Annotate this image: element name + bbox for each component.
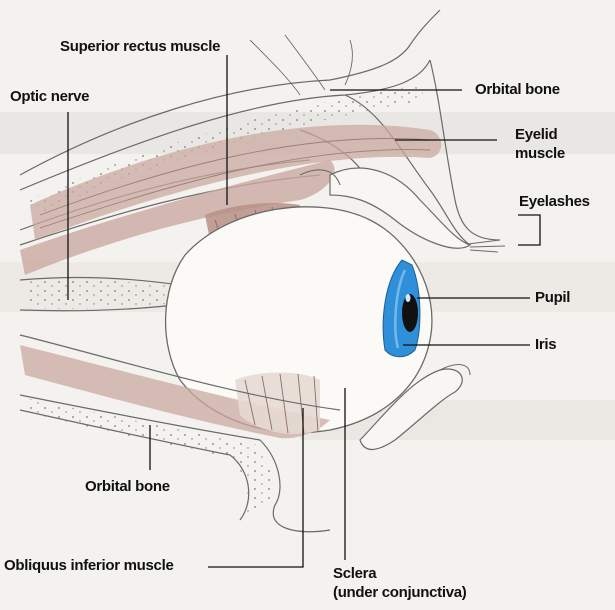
- optic-nerve-texture: [25, 280, 178, 309]
- label-iris: Iris: [535, 336, 556, 354]
- label-sclera-line1: Sclera: [333, 565, 376, 583]
- eyelashes-shape: [468, 240, 505, 252]
- label-orbital-bone-bottom: Orbital bone: [85, 478, 170, 496]
- label-eyelid-muscle-line2: muscle: [515, 145, 565, 163]
- label-obliquus-inferior-muscle: Obliquus inferior muscle: [4, 557, 174, 575]
- label-sclera-line2: (under conjunctiva): [333, 584, 466, 602]
- label-superior-rectus-muscle: Superior rectus muscle: [60, 38, 220, 56]
- label-eyelashes: Eyelashes: [519, 193, 590, 211]
- label-orbital-bone-top: Orbital bone: [475, 81, 560, 99]
- label-eyelid-muscle-line1: Eyelid: [515, 126, 557, 144]
- label-optic-nerve: Optic nerve: [10, 88, 89, 106]
- label-pupil: Pupil: [535, 289, 570, 307]
